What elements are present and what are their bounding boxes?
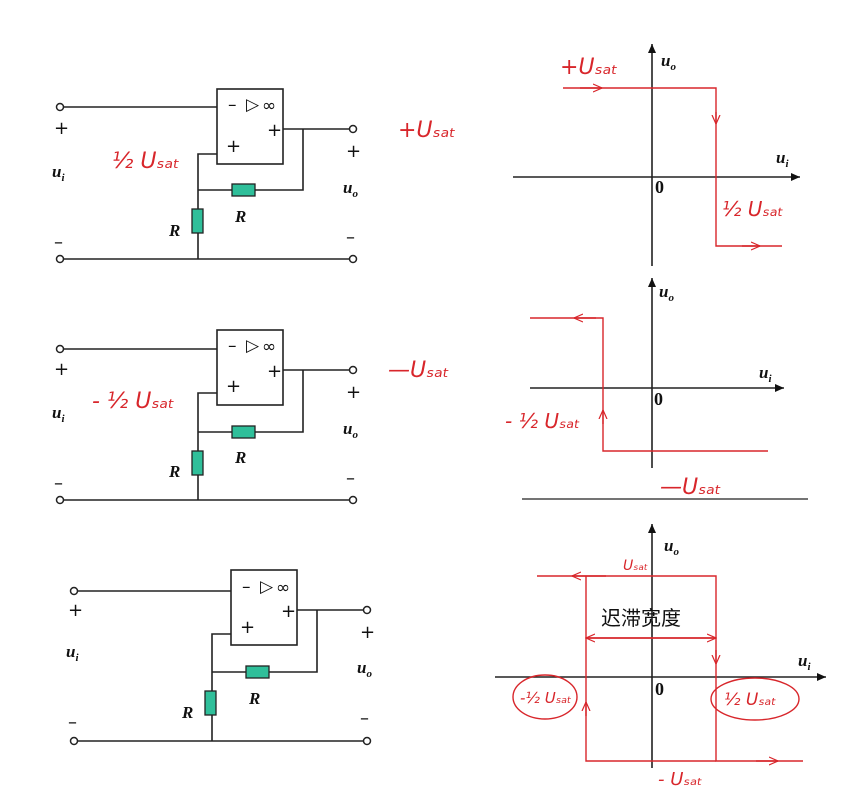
annotation-threshold: - ½ Uₛₐₜ xyxy=(505,409,580,433)
y-axis-label: uo xyxy=(661,51,676,73)
op-amp-infinity: ∞ xyxy=(262,337,276,357)
hysteresis-width-label: 迟滞宽度 xyxy=(601,606,681,630)
origin-label: 0 xyxy=(655,679,664,699)
y-axis-label: uo xyxy=(664,536,679,558)
input-plus: + xyxy=(54,359,69,380)
input-minus: – xyxy=(54,232,63,253)
input-terminal-bottom xyxy=(55,495,65,505)
ui-label: ui xyxy=(66,642,79,664)
annotation-input-threshold: ½ Uₛₐₜ xyxy=(112,149,180,174)
feedback-resistor-label: R xyxy=(234,207,246,226)
graph-2: uo ui 0 - ½ Uₛₐₜ —Uₛₐₜ xyxy=(505,278,808,500)
y-axis-label: uo xyxy=(659,282,674,304)
op-amp-minus: – xyxy=(242,577,251,597)
ground-resistor xyxy=(191,208,204,234)
feedback-resistor-label: R xyxy=(234,448,246,467)
annotation-upper-threshold: ½ Uₛₐₜ xyxy=(724,690,776,710)
annotation-lower-level: - Uₛₐₜ xyxy=(658,769,702,790)
uo-label: uo xyxy=(343,178,358,200)
annotation-negative-saturation: —Uₛₐₜ xyxy=(660,475,721,500)
annotation-positive-saturation: +Uₛₐₜ xyxy=(560,55,618,80)
input-minus: – xyxy=(68,712,77,733)
annotation-input-threshold: - ½ Uₛₐₜ xyxy=(92,389,175,414)
uo-label: uo xyxy=(357,658,372,680)
circle-upper-threshold xyxy=(710,677,800,721)
feedback-resistor xyxy=(231,425,256,439)
op-amp-triangle: ▷ xyxy=(246,95,260,115)
output-terminal-bottom xyxy=(348,254,358,264)
ui-label: ui xyxy=(52,403,65,425)
op-amp-noninv-plus: + xyxy=(240,617,255,638)
transfer-curve xyxy=(563,87,782,247)
op-amp-triangle: ▷ xyxy=(260,577,274,597)
input-plus: + xyxy=(54,118,69,139)
input-minus: – xyxy=(54,473,63,494)
input-terminal-bottom xyxy=(55,254,65,264)
output-terminal-bottom xyxy=(348,495,358,505)
x-axis-label: ui xyxy=(798,651,811,673)
output-minus: – xyxy=(346,227,355,248)
lower-branch xyxy=(585,576,716,762)
op-amp-triangle: ▷ xyxy=(246,336,260,356)
op-amp-noninv-plus: + xyxy=(226,376,241,397)
ground-resistor-label: R xyxy=(168,462,180,481)
circuit-2: – ▷ ∞ + + + – + – ui uo R R - ½ Uₛₐₜ —Uₛ… xyxy=(52,329,449,505)
annotation-upper-level: Uₛₐₜ xyxy=(623,558,648,574)
op-amp-minus: – xyxy=(228,336,237,356)
x-axis-label: ui xyxy=(776,148,789,170)
output-plus: + xyxy=(360,622,375,643)
circle-lower-threshold xyxy=(512,674,578,720)
origin-label: 0 xyxy=(654,389,663,409)
annotation-threshold: ½ Uₛₐₜ xyxy=(722,197,784,221)
output-terminal-bottom xyxy=(362,736,372,746)
input-terminal-top xyxy=(69,586,79,596)
uo-label: uo xyxy=(343,419,358,441)
input-terminal-top xyxy=(55,344,65,354)
annotation-output-level: +Uₛₐₜ xyxy=(398,118,456,143)
ground-resistor xyxy=(191,450,204,476)
output-plus: + xyxy=(346,382,361,403)
input-terminal-top xyxy=(55,102,65,112)
ui-label: ui xyxy=(52,162,65,184)
ground-resistor-label: R xyxy=(168,221,180,240)
output-minus: – xyxy=(346,468,355,489)
op-amp-out-plus: + xyxy=(281,601,296,622)
feedback-resistor xyxy=(231,183,256,197)
feedback-resistor-label: R xyxy=(248,689,260,708)
output-terminal-top xyxy=(362,605,372,615)
ground-resistor-label: R xyxy=(181,703,193,722)
output-terminal-top xyxy=(348,124,358,134)
op-amp-infinity: ∞ xyxy=(276,578,290,598)
op-amp xyxy=(216,88,284,165)
x-axis-label: ui xyxy=(759,363,772,385)
annotation-output-level: —Uₛₐₜ xyxy=(388,358,449,383)
circuit-1: – ▷ ∞ + + + – + – ui uo R R ½ Uₛₐₜ +Uₛₐₜ xyxy=(52,88,456,264)
circuit-3: – ▷ ∞ + + + – + – ui uo R R xyxy=(66,569,375,746)
graph-1: uo ui 0 +Uₛₐₜ ½ Uₛₐₜ xyxy=(513,44,800,266)
op-amp xyxy=(216,329,284,406)
graph-3: uo ui 0 迟滞宽度 Uₛₐₜ -½ Uₛₐₜ ½ Uₛₐₜ - Uₛₐₜ xyxy=(495,524,826,790)
op-amp xyxy=(230,569,298,646)
upper-branch xyxy=(537,575,803,762)
op-amp-infinity: ∞ xyxy=(262,96,276,116)
op-amp-noninv-plus: + xyxy=(226,136,241,157)
input-terminal-bottom xyxy=(69,736,79,746)
transfer-curve xyxy=(530,317,768,452)
op-amp-out-plus: + xyxy=(267,120,282,141)
origin-label: 0 xyxy=(655,177,664,197)
output-plus: + xyxy=(346,141,361,162)
output-minus: – xyxy=(360,708,369,729)
input-plus: + xyxy=(68,600,83,621)
annotation-lower-threshold: -½ Uₛₐₜ xyxy=(520,689,572,707)
feedback-resistor xyxy=(245,665,270,679)
ground-resistor xyxy=(204,690,217,716)
op-amp-out-plus: + xyxy=(267,361,282,382)
output-terminal-top xyxy=(348,365,358,375)
op-amp-minus: – xyxy=(228,95,237,115)
